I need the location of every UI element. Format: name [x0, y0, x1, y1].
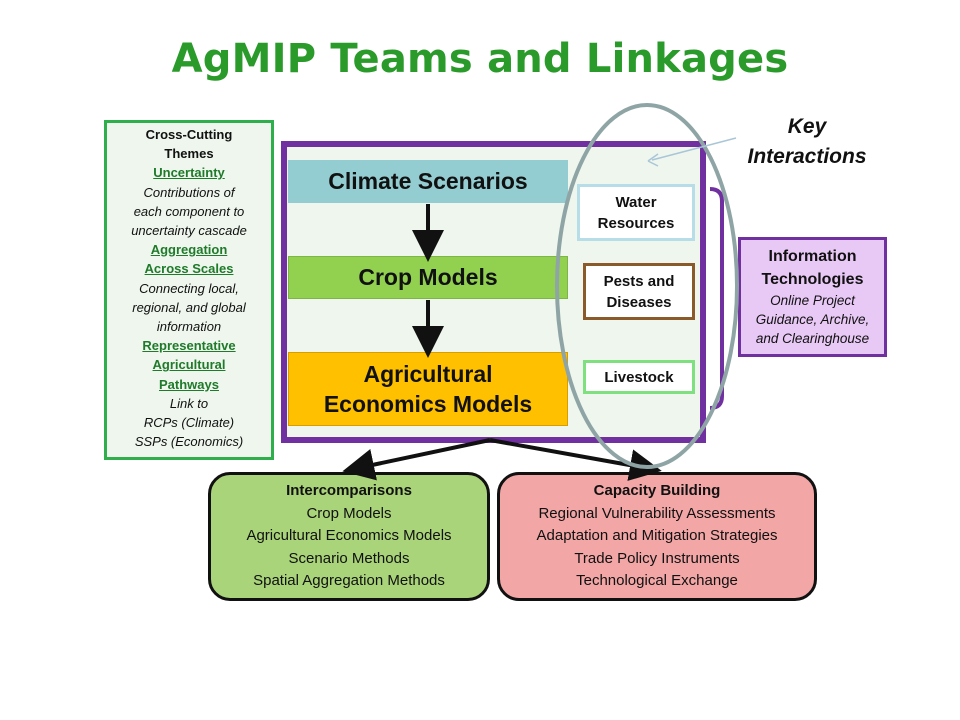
key-interactions-label: Key Interactions	[712, 112, 902, 172]
capacity-building-item: Trade Policy Instruments	[574, 549, 740, 567]
infotech-title-line1: Information	[768, 248, 857, 265]
cross-cutting-themes-panel: Cross-Cutting Themes Uncertainty Contrib…	[104, 120, 274, 460]
theme-uncertainty-desc-1: Contributions of	[143, 184, 235, 200]
infotech-desc-3: and Clearinghouse	[755, 331, 870, 346]
intercomparisons-title: Intercomparisons	[286, 482, 412, 499]
key-interactions-line1: Key	[787, 115, 827, 138]
theme-pathways-heading-2: Agricultural	[152, 357, 226, 373]
infotech-desc-1: Online Project	[770, 293, 855, 308]
econ-models-label-line2: Economics Models	[323, 391, 533, 417]
theme-pathways-desc-1: Link to	[169, 395, 209, 411]
theme-pathways-heading-1: Representative	[142, 338, 236, 354]
water-resources-box: Water Resources	[577, 184, 695, 241]
theme-uncertainty-heading: Uncertainty	[153, 165, 225, 181]
key-interactions-line2: Interactions	[747, 145, 867, 168]
pests-diseases-box: Pests and Diseases	[583, 263, 695, 320]
theme-aggregation-desc-1: Connecting local,	[139, 280, 239, 296]
intercomparisons-item: Agricultural Economics Models	[246, 527, 452, 544]
infotech-desc-2: Guidance, Archive,	[755, 312, 870, 327]
theme-pathways-desc-3: SSPs (Economics)	[134, 434, 244, 450]
theme-pathways-desc-2: RCPs (Climate)	[143, 415, 235, 431]
intercomparisons-item: Scenario Methods	[288, 549, 410, 567]
water-label-line2: Resources	[597, 214, 675, 232]
capacity-building-box: Capacity Building Regional Vulnerability…	[497, 472, 817, 601]
theme-aggregation-desc-2: regional, and global	[132, 299, 246, 315]
page-title: AgMIP Teams and Linkages	[171, 36, 789, 82]
pests-label-line2: Diseases	[606, 293, 672, 311]
crop-models-box: Crop Models	[288, 256, 568, 299]
key-interactions-pointer	[651, 137, 737, 161]
livestock-label: Livestock	[604, 368, 674, 386]
themes-title-line2: Themes	[164, 146, 214, 162]
info-tech-bracket	[709, 187, 724, 410]
pests-label-line1: Pests and	[603, 272, 675, 290]
arrow-to-capacity-building	[489, 438, 662, 481]
key-interactions-pointer-head	[647, 153, 659, 167]
theme-aggregation-desc-3: information	[156, 319, 222, 335]
theme-aggregation-heading-2: Across Scales	[144, 261, 234, 277]
arrow-to-intercomparisons	[342, 438, 491, 481]
infotech-title-line2: Technologies	[761, 271, 864, 288]
theme-uncertainty-desc-2: each component to	[133, 203, 245, 219]
theme-uncertainty-desc-3: uncertainty cascade	[131, 223, 247, 239]
intercomparisons-box: Intercomparisons Crop Models Agricultura…	[208, 472, 490, 601]
themes-title-line1: Cross-Cutting	[145, 127, 233, 142]
theme-pathways-heading-3: Pathways	[159, 376, 219, 392]
key-interactions-ellipse	[555, 103, 739, 469]
information-technologies-box: Information Technologies Online Project …	[738, 237, 887, 357]
crop-models-label: Crop Models	[358, 264, 498, 290]
capacity-building-item: Regional Vulnerability Assessments	[538, 504, 776, 522]
capacity-building-item: Technological Exchange	[576, 572, 738, 589]
theme-aggregation-heading-1: Aggregation	[150, 242, 228, 258]
intercomparisons-item: Spatial Aggregation Methods	[253, 572, 445, 589]
intercomparisons-item: Crop Models	[306, 504, 392, 522]
water-label-line1: Water	[615, 193, 657, 211]
capacity-building-title: Capacity Building	[593, 482, 721, 499]
agricultural-economics-models-box: Agricultural Economics Models	[288, 352, 568, 426]
livestock-box: Livestock	[583, 360, 695, 394]
climate-scenarios-box: Climate Scenarios	[288, 160, 568, 203]
econ-models-label-line1: Agricultural	[363, 361, 493, 387]
capacity-building-item: Adaptation and Mitigation Strategies	[536, 527, 778, 544]
climate-scenarios-label: Climate Scenarios	[328, 168, 528, 194]
